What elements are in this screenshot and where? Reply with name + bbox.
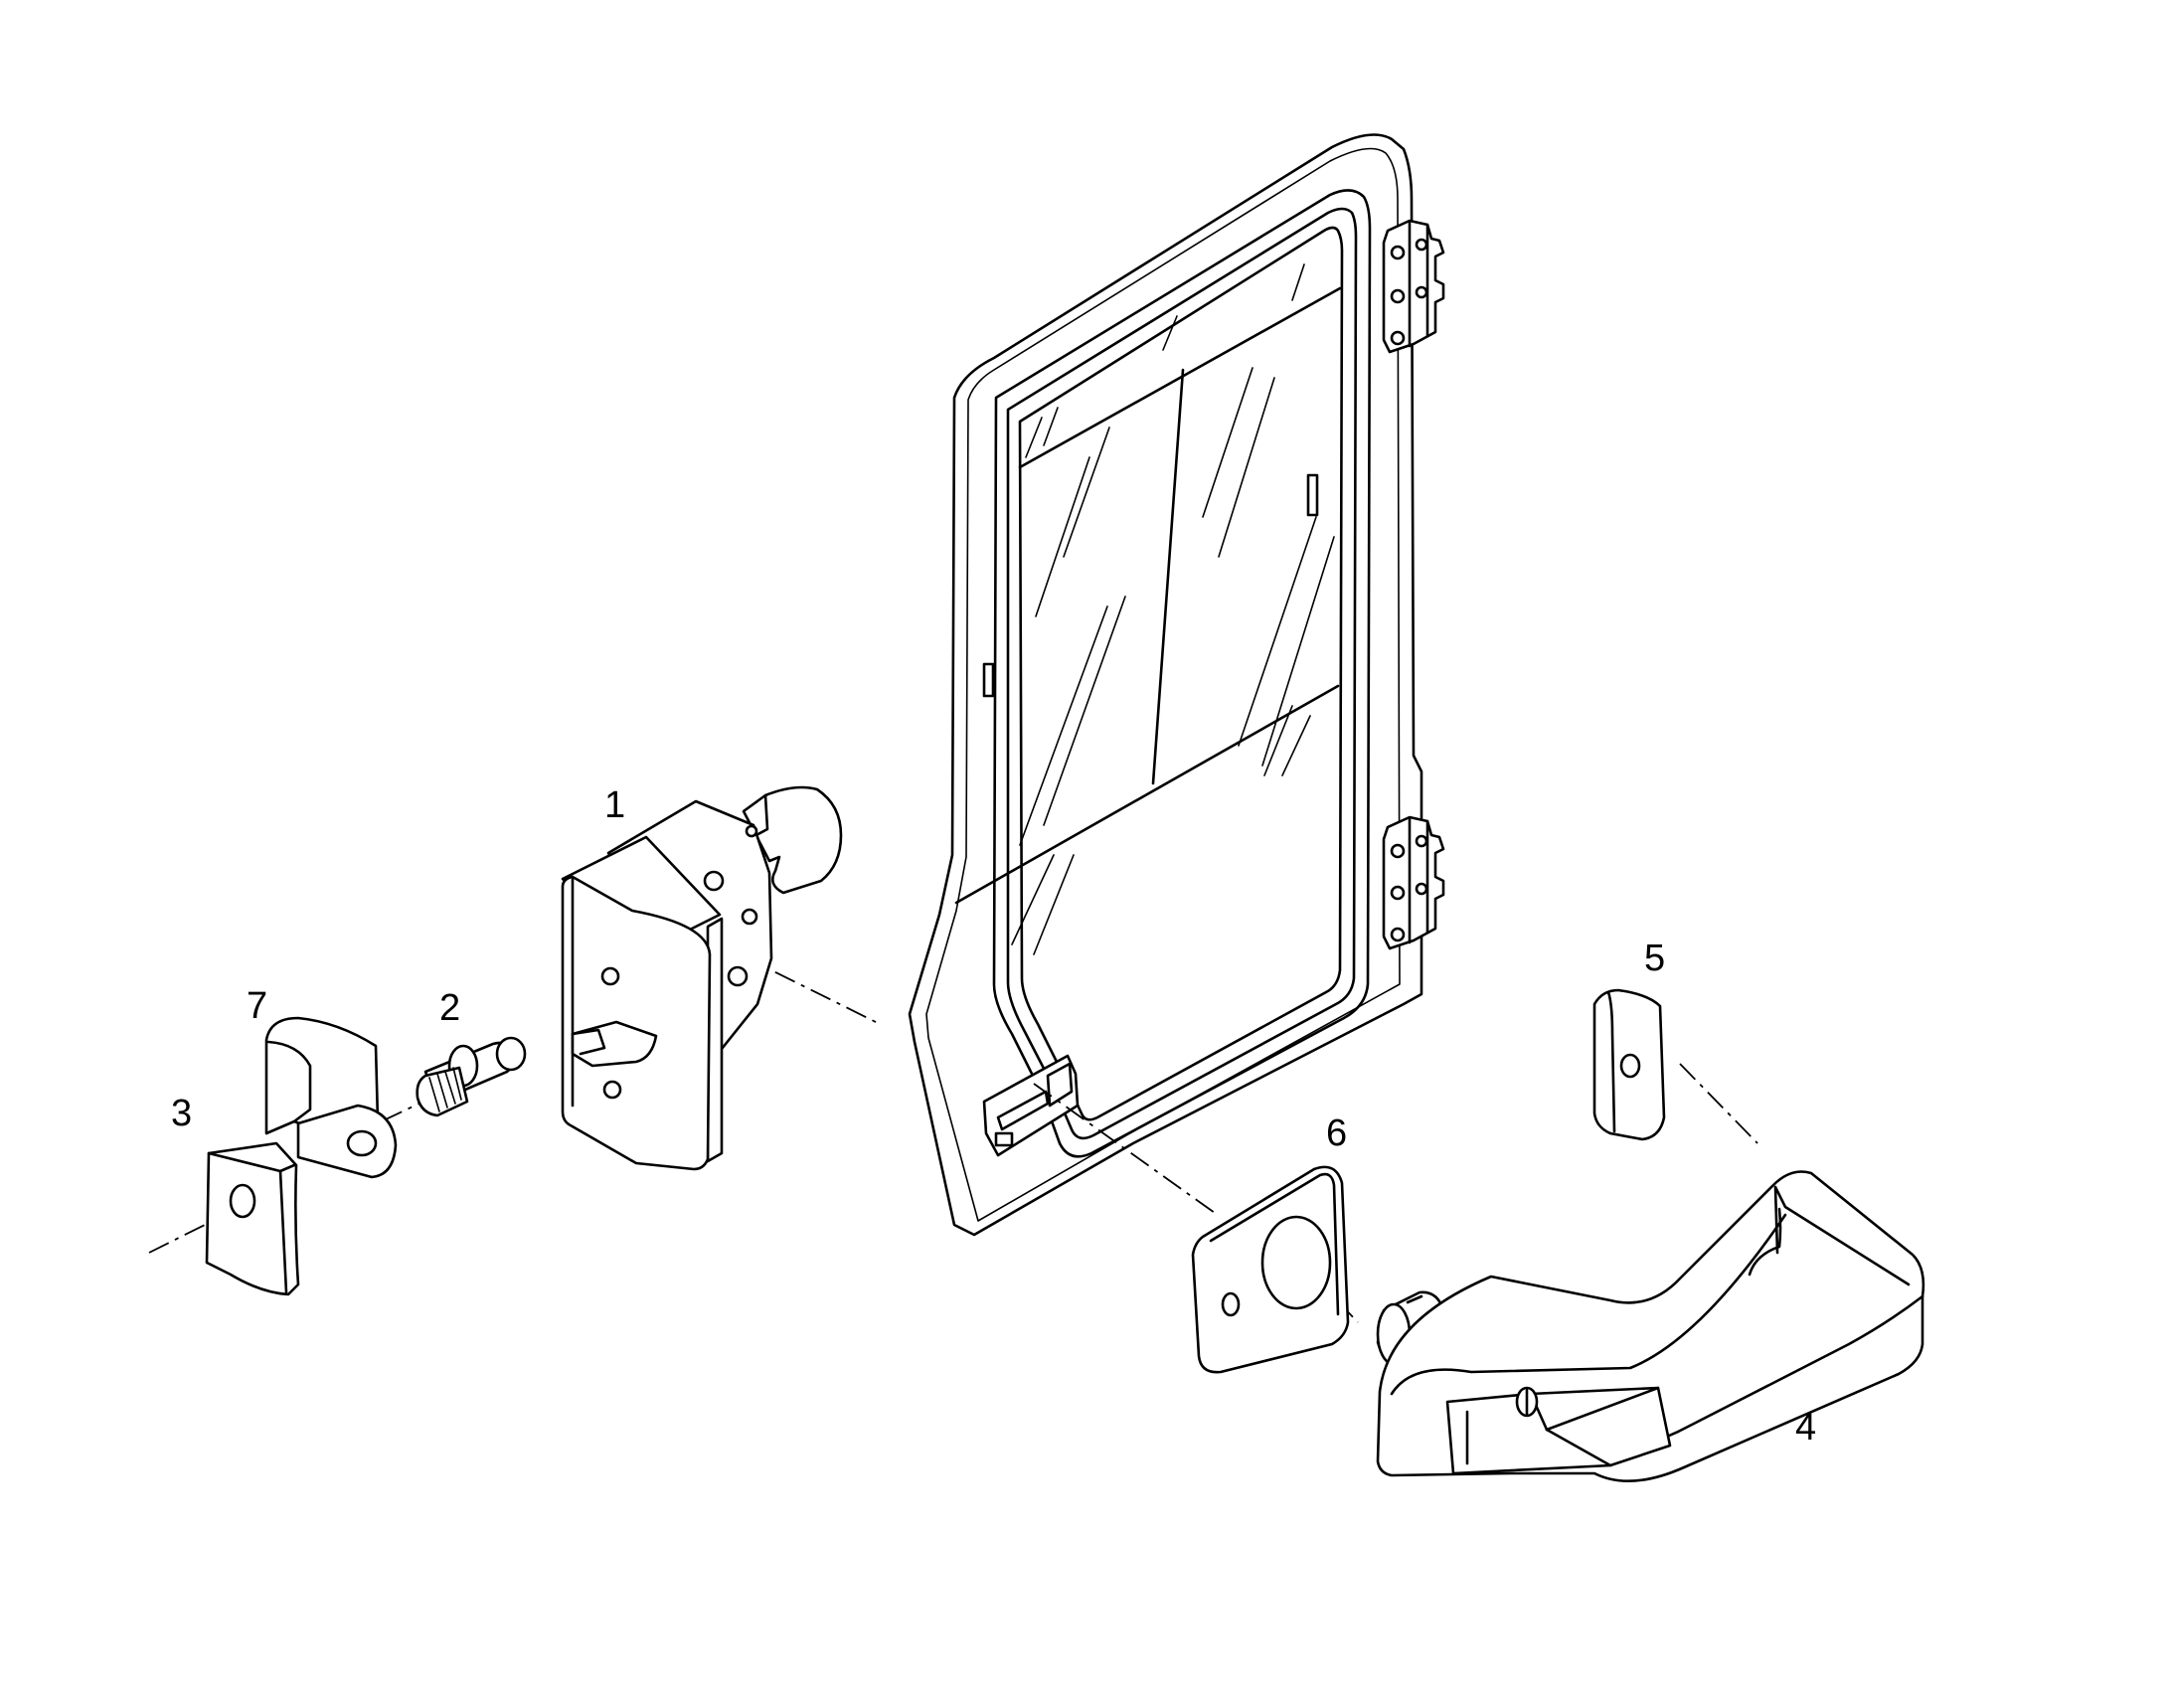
lock-front-hole-top xyxy=(600,966,620,986)
part-3-spacer-block xyxy=(205,1141,300,1296)
door-frame-inner-edge xyxy=(925,147,1401,1222)
lock-mount-hole-a xyxy=(703,870,725,892)
door-hinge-upper xyxy=(1382,219,1445,354)
callout-7: 7 xyxy=(247,985,267,1027)
window-slider-top xyxy=(1018,286,1342,469)
lock-mount-hole-b xyxy=(741,908,758,926)
door-assembly xyxy=(908,133,1445,1237)
door-hinge-lower xyxy=(1382,815,1445,950)
lock-front-hole-bottom xyxy=(602,1080,622,1100)
callout-4: 4 xyxy=(1795,1407,1816,1449)
spacer-hole xyxy=(229,1183,256,1219)
callout-3: 3 xyxy=(171,1093,192,1134)
pad-hole xyxy=(1619,1053,1641,1079)
part-1-door-lock xyxy=(561,785,843,1171)
callout-1: 1 xyxy=(604,784,625,826)
clip-hole xyxy=(346,1129,378,1157)
window-glass xyxy=(1018,226,1344,1121)
part-2-striker-bolt xyxy=(416,1036,527,1117)
part-6-escutcheon-plate xyxy=(1191,1165,1350,1374)
window-center-divider xyxy=(1151,368,1185,785)
part-7-spring-clip xyxy=(264,1016,398,1179)
glass-reflection-lines xyxy=(1011,263,1335,955)
escutcheon-center-hole xyxy=(1260,1215,1332,1310)
window-slider-bottom xyxy=(954,684,1340,905)
window-seal-inner xyxy=(1006,207,1358,1140)
lock-mount-hole-c xyxy=(727,965,749,987)
window-latch-right xyxy=(1306,473,1319,517)
window-latch-left xyxy=(982,662,995,698)
part-4-door-handle xyxy=(1376,1170,1925,1482)
callout-labels: 1 2 3 4 5 6 7 xyxy=(171,784,1816,1449)
callout-5: 5 xyxy=(1644,938,1665,979)
window-seal-outer xyxy=(992,189,1372,1158)
escutcheon-screw-hole xyxy=(1221,1291,1241,1317)
part-5-pad xyxy=(1592,988,1666,1141)
callout-2: 2 xyxy=(439,987,460,1029)
callout-6: 6 xyxy=(1326,1112,1347,1154)
